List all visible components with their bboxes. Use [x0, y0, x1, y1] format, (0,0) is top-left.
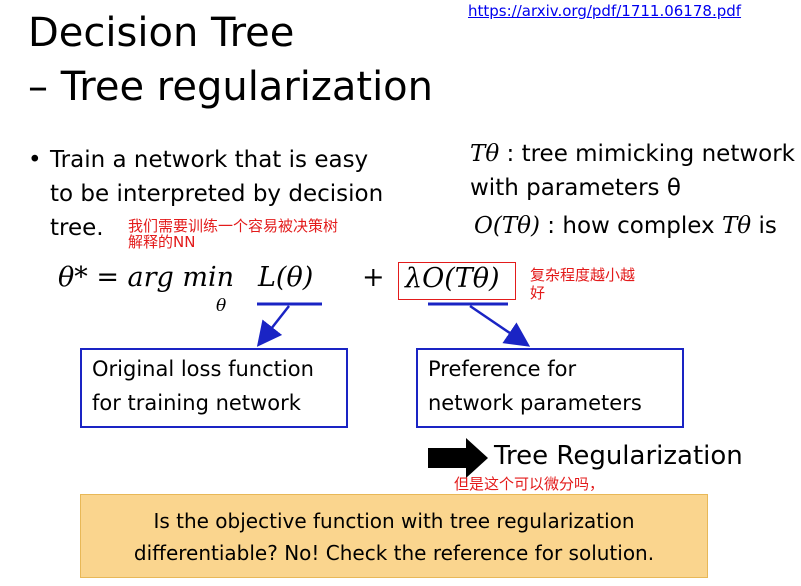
box-preference-line1: Preference for — [428, 357, 577, 381]
callout-line1: Is the objective function with tree regu… — [153, 509, 635, 533]
loss-arrow — [256, 305, 290, 347]
tree-regularization-label: Tree Regularization — [494, 441, 743, 471]
box-preference: Preference for network parameters — [416, 348, 684, 428]
reference-link[interactable]: https://arxiv.org/pdf/1711.06178.pdf — [468, 2, 742, 20]
annotation-cn-differentiable: 但是这个可以微分吗， — [454, 475, 605, 493]
annotation-cn-smaller-better-line2: 好 — [530, 284, 546, 302]
equation-plus: + — [362, 262, 385, 293]
side-note-1-text: : tree mimicking network — [499, 141, 796, 167]
t-theta-symbol: Tθ — [470, 141, 500, 167]
t-theta-symbol-2: Tθ — [721, 213, 752, 239]
box-preference-line2: network parameters — [428, 391, 642, 415]
bullet-marker: • — [28, 147, 42, 173]
black-right-arrow-icon — [428, 438, 488, 478]
slide-title-line1: Decision Tree — [28, 10, 295, 56]
side-note-3-tail: is — [751, 213, 777, 239]
bullet-line-2: to be interpreted by decision — [50, 181, 384, 207]
reg-arrow — [469, 304, 531, 347]
complexity-symbol: O(Tθ) — [474, 213, 540, 239]
equation-loss-term: L(θ) — [258, 262, 314, 293]
bullet-line-3: tree. — [50, 215, 104, 241]
annotation-cn-smaller-better: 复杂程度越小越 — [530, 266, 636, 284]
bullet-line-1: Train a network that is easy — [50, 147, 369, 173]
callout-line2: differentiable? No! Check the reference … — [133, 541, 655, 565]
side-note-3-text: : how complex — [540, 213, 722, 239]
differentiability-callout: Is the objective function with tree regu… — [80, 494, 708, 578]
side-note-2: with parameters θ — [470, 175, 681, 201]
box-original-loss-line1: Original loss function — [92, 357, 314, 381]
annotation-cn-interpretable: 我们需要训练一个容易被决策树 — [128, 217, 339, 235]
equation-regularization-term: λO(Tθ) — [398, 262, 516, 300]
slide-title-line2: – Tree regularization — [28, 64, 433, 110]
side-note-1: Tθ : tree mimicking network — [470, 140, 795, 168]
annotation-cn-interpretable-line2: 解释的NN — [128, 233, 196, 251]
box-original-loss-line2: for training network — [92, 391, 301, 415]
side-note-3: O(Tθ) : how complex Tθ is — [474, 212, 777, 240]
box-original-loss: Original loss function for training netw… — [80, 348, 348, 428]
equation-min-subscript: θ — [216, 296, 227, 316]
equation-lhs: θ* = arg min — [58, 262, 235, 293]
